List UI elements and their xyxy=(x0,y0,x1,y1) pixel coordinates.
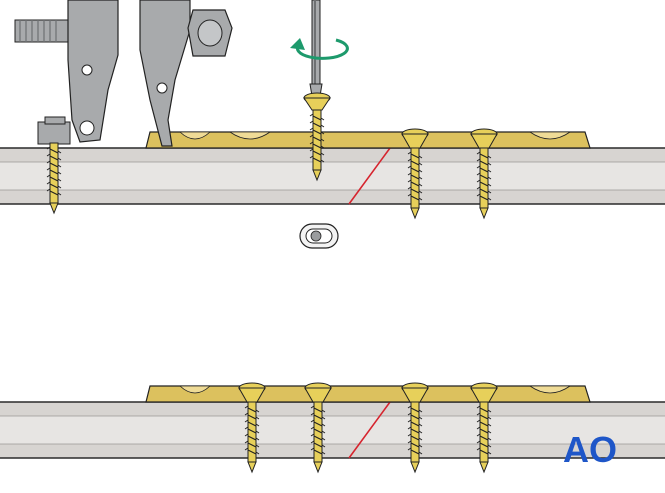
screw-bottom-2 xyxy=(304,382,332,473)
screw-top-3 xyxy=(401,128,429,219)
rotation-arrow-icon xyxy=(290,38,349,60)
bottom-panel xyxy=(0,382,665,473)
screw-bottom-3 xyxy=(401,382,429,473)
screw-top-4 xyxy=(470,128,498,219)
screw-bottom-1 xyxy=(238,382,266,473)
reduction-forceps xyxy=(14,0,233,147)
plate-top xyxy=(145,131,591,149)
plate-hole-view-icon xyxy=(299,223,339,249)
top-panel xyxy=(0,0,665,249)
bone-bottom xyxy=(0,401,665,459)
logo-text: AO xyxy=(563,429,617,470)
bone-top xyxy=(0,147,665,205)
plate-bottom xyxy=(145,385,591,403)
fracture-line-bottom xyxy=(348,401,391,459)
screw-bottom-4 xyxy=(470,382,498,473)
ao-logo-icon: AO xyxy=(563,429,617,470)
screw-inserting xyxy=(303,92,331,181)
fracture-line-top xyxy=(348,147,391,205)
screwdriver xyxy=(309,0,323,97)
